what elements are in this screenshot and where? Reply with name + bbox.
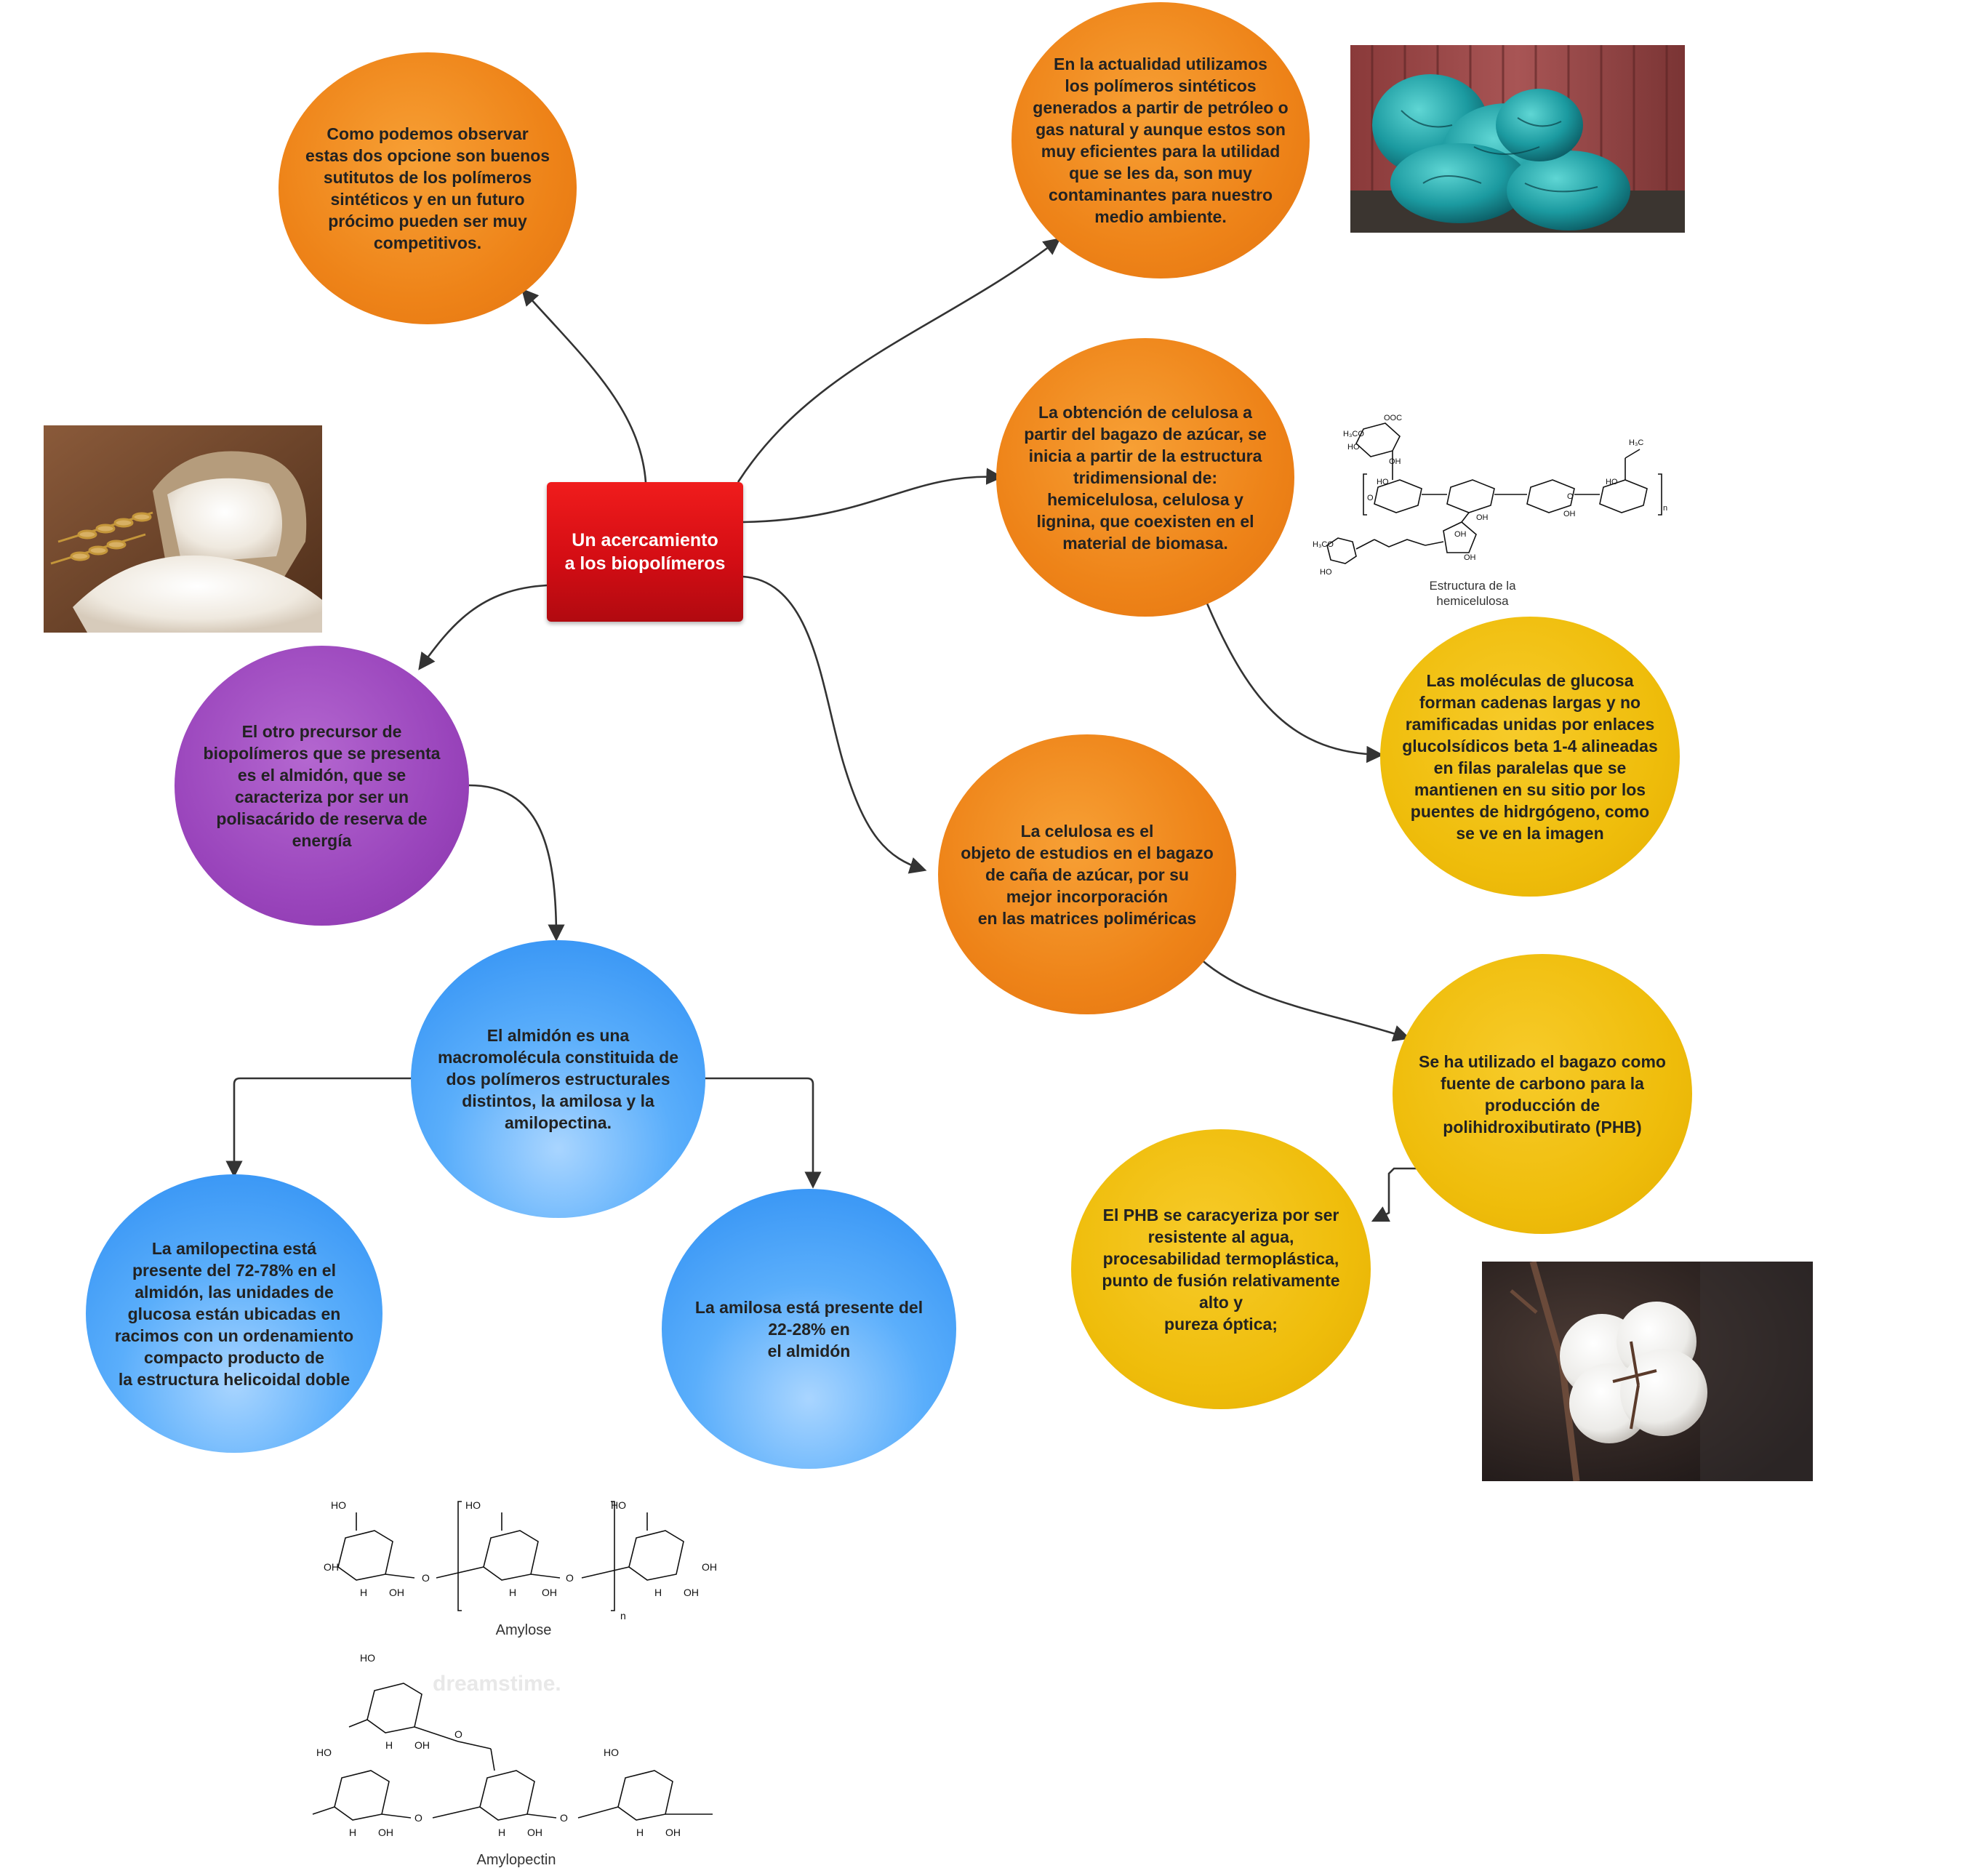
link-center-celulosa-estudios xyxy=(742,575,927,874)
link-center-competitivos xyxy=(521,288,647,483)
svg-text:O: O xyxy=(454,1728,462,1740)
svg-text:OH: OH xyxy=(1454,530,1467,539)
svg-text:OH: OH xyxy=(1476,513,1489,522)
svg-text:OH: OH xyxy=(702,1561,717,1573)
link-bagazo-glucosa xyxy=(1206,603,1384,763)
link-center-celulosa-bagazo xyxy=(742,468,1003,524)
svg-text:O: O xyxy=(414,1812,422,1824)
node-almidon-macro-text: El almidón es una macromolécula constitu… xyxy=(437,1026,679,1132)
central-topic-label: Un acercamiento a los biopolímeros xyxy=(564,530,726,574)
svg-text:OH: OH xyxy=(1563,510,1576,518)
svg-text:O: O xyxy=(566,1572,574,1584)
node-amilopectina[interactable]: La amilopectina está presente del 72-78%… xyxy=(86,1174,382,1453)
link-center-sinteticos xyxy=(737,238,1061,483)
svg-text:HO: HO xyxy=(360,1652,375,1664)
svg-text:HO: HO xyxy=(316,1747,332,1758)
svg-text:HO: HO xyxy=(1606,478,1618,486)
link-precursor-macro xyxy=(468,784,565,942)
node-glucosa[interactable]: Las moléculas de glucosa forman cadenas … xyxy=(1380,617,1680,897)
svg-text:HO: HO xyxy=(1320,568,1332,577)
link-estudios-phb xyxy=(1199,958,1411,1042)
svg-text:HO: HO xyxy=(465,1499,481,1511)
svg-text:HO: HO xyxy=(1347,443,1360,452)
svg-text:H: H xyxy=(498,1827,505,1838)
svg-text:HO: HO xyxy=(331,1499,346,1511)
svg-text:HO: HO xyxy=(611,1499,626,1511)
node-amilopectina-text: La amilopectina está presente del 72-78%… xyxy=(114,1238,354,1389)
node-amilosa-text: La amilosa está presente del 22-28% en e… xyxy=(694,1297,924,1360)
node-celulosa-estudios[interactable]: La celulosa es el objeto de estudios en … xyxy=(938,734,1236,1014)
svg-text:n: n xyxy=(1663,504,1667,513)
svg-text:H: H xyxy=(349,1827,356,1838)
amylose-label: Amylose xyxy=(495,1622,552,1638)
node-celulosa-bagazo[interactable]: La obtención de celulosa a partir del ba… xyxy=(996,338,1294,617)
node-competitivos[interactable]: Como podemos observar estas dos opcione … xyxy=(279,52,577,324)
svg-text:OH: OH xyxy=(1464,553,1476,562)
link-macro-amilosa xyxy=(700,1077,822,1189)
svg-text:H: H xyxy=(509,1587,516,1598)
svg-text:O: O xyxy=(560,1812,568,1824)
svg-text:HO: HO xyxy=(1377,478,1389,486)
node-competitivos-text: Como podemos observar estas dos opcione … xyxy=(305,124,550,252)
central-topic[interactable]: Un acercamiento a los biopolímeros xyxy=(547,482,743,622)
svg-text:OOC: OOC xyxy=(1384,414,1402,422)
svg-text:OH: OH xyxy=(378,1827,393,1838)
hemicellulose-caption: Estructura de la hemicelulosa xyxy=(1429,579,1516,608)
svg-text:OH: OH xyxy=(414,1739,430,1751)
svg-text:OH: OH xyxy=(665,1827,681,1838)
svg-text:O: O xyxy=(422,1572,430,1584)
svg-text:n: n xyxy=(620,1610,626,1622)
svg-text:H: H xyxy=(385,1739,393,1751)
link-phb-props xyxy=(1371,1167,1418,1222)
svg-text:H: H xyxy=(360,1587,367,1598)
svg-text:OH: OH xyxy=(527,1827,542,1838)
link-macro-amilopectina xyxy=(225,1077,416,1178)
cotton-boll-photo xyxy=(1482,1262,1813,1481)
node-celulosa-bagazo-text: La obtención de celulosa a partir del ba… xyxy=(1024,402,1267,553)
svg-text:O: O xyxy=(1567,492,1574,501)
svg-text:HO: HO xyxy=(604,1747,619,1758)
node-sinteticos[interactable]: En la actualidad utilizamos los polímero… xyxy=(1011,2,1310,278)
link-center-almidon xyxy=(418,584,548,670)
amylopectin-label: Amylopectin xyxy=(476,1852,556,1868)
svg-text:OH: OH xyxy=(324,1561,339,1573)
node-sinteticos-text: En la actualidad utilizamos los polímero… xyxy=(1033,55,1289,226)
node-glucosa-text: Las moléculas de glucosa forman cadenas … xyxy=(1402,670,1658,843)
node-phb-props[interactable]: El PHB se caracyeriza por ser resistente… xyxy=(1071,1129,1371,1409)
node-phb-fuente-text: Se ha utilizado el bagazo como fuente de… xyxy=(1419,1051,1666,1137)
node-almidon-precursor[interactable]: El otro precursor de biopolímeros que se… xyxy=(175,646,469,926)
svg-text:H₃C: H₃C xyxy=(1629,438,1643,447)
svg-text:H: H xyxy=(636,1827,644,1838)
garbage-bags-photo xyxy=(1350,45,1685,233)
svg-text:O: O xyxy=(1367,494,1374,502)
node-phb-props-text: El PHB se caracyeriza por ser resistente… xyxy=(1102,1205,1340,1334)
node-amilosa[interactable]: La amilosa está presente del 22-28% en e… xyxy=(662,1189,956,1469)
svg-text:H₃CO: H₃CO xyxy=(1313,540,1334,549)
node-almidon-macro[interactable]: El almidón es una macromolécula constitu… xyxy=(411,940,705,1218)
node-almidon-precursor-text: El otro precursor de biopolímeros que se… xyxy=(203,721,441,850)
node-celulosa-estudios-text: La celulosa es el objeto de estudios en … xyxy=(961,821,1214,928)
flour-sack-photo xyxy=(44,425,322,633)
svg-text:OH: OH xyxy=(389,1587,404,1598)
svg-text:H₃CO: H₃CO xyxy=(1343,430,1364,438)
svg-text:H: H xyxy=(654,1587,662,1598)
watermark-text: dreamstime. xyxy=(433,1672,561,1696)
node-phb-fuente[interactable]: Se ha utilizado el bagazo como fuente de… xyxy=(1393,954,1692,1234)
svg-text:OH: OH xyxy=(542,1587,557,1598)
svg-text:OH: OH xyxy=(684,1587,699,1598)
svg-text:OH: OH xyxy=(1389,457,1401,466)
